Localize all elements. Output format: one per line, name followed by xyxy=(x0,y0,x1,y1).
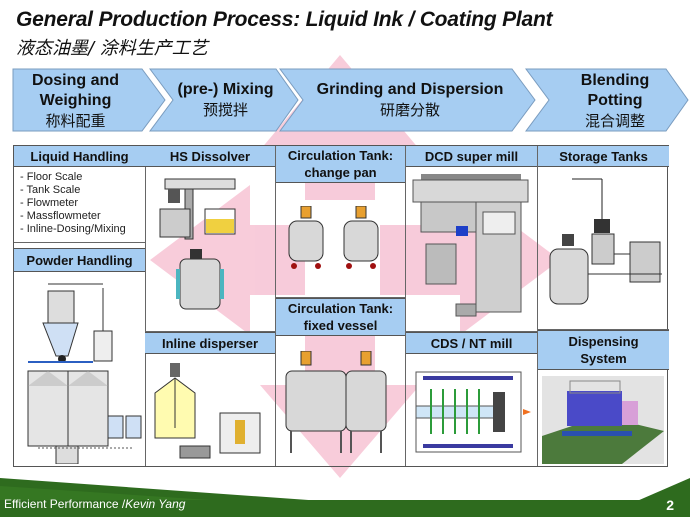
footer-band xyxy=(0,478,690,517)
step-label-cn: 预搅拌 xyxy=(202,101,248,119)
step-label-en: (pre-) Mixing xyxy=(177,81,274,98)
powder-handling-header: Powder Handling xyxy=(14,248,145,272)
liquid-handling-header: Liquid Handling xyxy=(14,145,145,167)
footer-text: Efficient Performance /Kevin Yang xyxy=(4,497,185,511)
step-label-en: Potting xyxy=(587,92,643,109)
step-label-en: Grinding and Dispersion xyxy=(316,81,504,98)
process-flow-banner: Dosing and Weighing 称料配重 (pre-) Mixing 预… xyxy=(0,67,690,134)
grid-divider xyxy=(145,331,275,332)
grid-divider xyxy=(405,146,406,466)
change-pan-tanks-image xyxy=(288,206,379,269)
dcd-supermill-header: DCD super mill xyxy=(406,145,537,167)
process-step-4-shape xyxy=(525,68,689,132)
header-label: HS Dissolver xyxy=(169,148,251,164)
header-label: Powder Handling xyxy=(26,252,133,268)
storage-tanks-header: Storage Tanks xyxy=(538,145,669,167)
header-label: change pan xyxy=(304,165,377,180)
process-step-premixing: (pre-) Mixing 预搅拌 xyxy=(168,80,283,120)
header-label: System xyxy=(580,351,627,366)
list-item: - Inline-Dosing/Mixing xyxy=(20,223,126,235)
fixed-vessel-tanks-image xyxy=(285,351,387,453)
step-label-cn: 称料配重 xyxy=(45,112,106,130)
circulation-tank-change-pan-header: Circulation Tank: change pan xyxy=(276,145,405,183)
header-label: fixed vessel xyxy=(303,318,378,333)
header-label: Circulation Tank: xyxy=(287,148,394,163)
circulation-tank-fixed-vessel-header: Circulation Tank: fixed vessel xyxy=(276,298,405,336)
process-step-1-shape xyxy=(12,68,166,132)
process-step-3-shape xyxy=(279,68,536,132)
grid-divider xyxy=(275,146,276,466)
hs-dissolver-image xyxy=(159,178,236,310)
grid-divider xyxy=(406,331,537,332)
step-label-cn: 研磨分散 xyxy=(379,101,440,119)
step-label-en: Blending xyxy=(580,72,650,89)
page-subtitle-chinese: 液态油墨/ 涂料生产工艺 xyxy=(16,38,208,59)
grid-divider xyxy=(538,329,669,330)
header-label: Dispensing xyxy=(568,334,639,349)
list-item: - Flowmeter xyxy=(20,197,79,209)
inline-disperser-image xyxy=(154,363,261,459)
grid-divider xyxy=(276,297,405,298)
process-step-2-shape xyxy=(149,68,299,132)
process-step-blending: Blending Potting 混合调整 xyxy=(560,71,670,131)
cds-nt-mill-image xyxy=(415,371,531,453)
grid-divider xyxy=(537,146,538,466)
powder-handling-diagram xyxy=(27,283,142,464)
dcd-supermill-image xyxy=(412,174,529,317)
list-item: - Massflowmeter xyxy=(20,210,101,222)
header-label: Storage Tanks xyxy=(559,148,648,164)
equipment-grid: Liquid Handling - Floor Scale - Tank Sca… xyxy=(13,145,669,467)
header-label: Liquid Handling xyxy=(30,148,129,164)
dispensing-system-image xyxy=(542,376,664,464)
header-label: CDS / NT mill xyxy=(430,335,513,351)
footer-label: Efficient Performance / xyxy=(4,497,126,511)
header-label: DCD super mill xyxy=(424,148,519,164)
page-number: 2 xyxy=(666,497,674,513)
dispensing-system-header: Dispensing System xyxy=(538,330,669,370)
process-step-grinding: Grinding and Dispersion 研磨分散 xyxy=(300,80,520,120)
list-item: - Floor Scale xyxy=(20,171,83,183)
page-title: General Production Process: Liquid Ink /… xyxy=(16,8,553,31)
list-item: - Tank Scale xyxy=(20,184,81,196)
grid-divider xyxy=(145,146,146,466)
cds-nt-mill-header: CDS / NT mill xyxy=(406,332,537,354)
header-label: Circulation Tank: xyxy=(287,301,394,316)
step-label-en: Weighing xyxy=(39,92,112,109)
liquid-handling-list: - Floor Scale - Tank Scale - Flowmeter -… xyxy=(20,171,126,236)
storage-tanks-image xyxy=(549,178,662,305)
hs-dissolver-header: HS Dissolver xyxy=(145,145,275,167)
header-label: Inline disperser xyxy=(161,335,259,351)
step-label-cn: 混合调整 xyxy=(584,112,645,130)
footer-author: Kevin Yang xyxy=(125,497,186,511)
step-label-en: Dosing and xyxy=(31,72,120,89)
process-step-dosing: Dosing and Weighing 称料配重 xyxy=(18,71,133,131)
inline-disperser-header: Inline disperser xyxy=(145,332,275,354)
grid-divider xyxy=(14,242,145,243)
